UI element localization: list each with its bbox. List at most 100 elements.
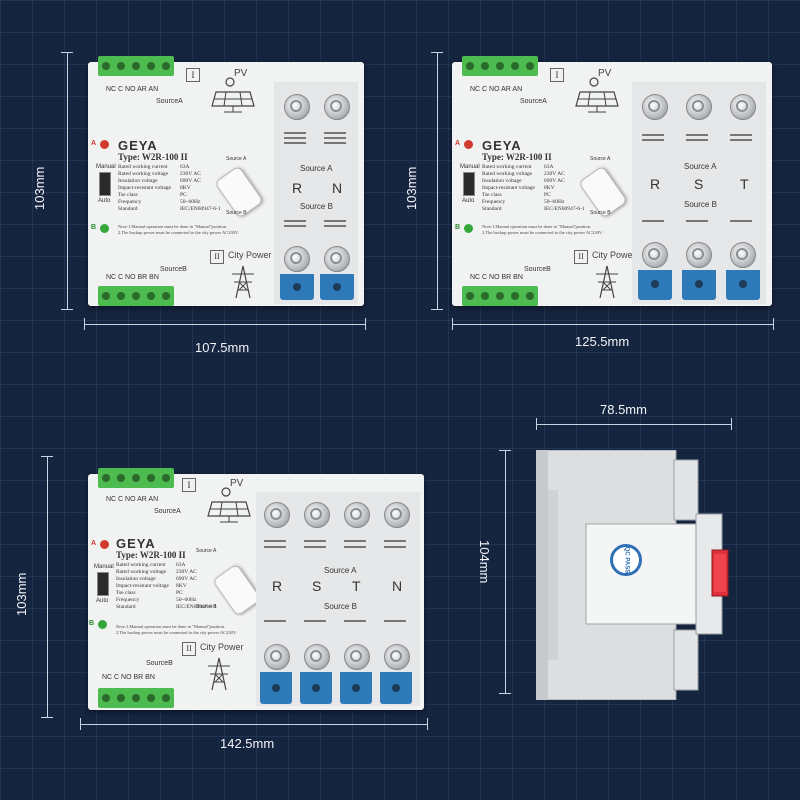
bottom-screw-4[interactable] bbox=[384, 644, 410, 670]
manual-auto-switch[interactable] bbox=[99, 172, 111, 196]
manual-auto-switch[interactable] bbox=[463, 172, 475, 196]
source-a-label: SourceA bbox=[154, 508, 181, 515]
tick bbox=[84, 318, 85, 330]
manual-label: Manual bbox=[94, 564, 114, 570]
top-screw-3[interactable] bbox=[730, 94, 756, 120]
top-screw-1[interactable] bbox=[642, 94, 668, 120]
terminal-block-b bbox=[98, 286, 174, 306]
blue-base-3 bbox=[340, 672, 372, 704]
top-screw-1[interactable] bbox=[284, 94, 310, 120]
height-line bbox=[67, 52, 68, 310]
roman-one: I bbox=[550, 68, 564, 82]
top-screw-2[interactable] bbox=[686, 94, 712, 120]
roman-two: II bbox=[210, 250, 224, 264]
top-screw-1[interactable] bbox=[264, 502, 290, 528]
bottom-screw-1[interactable] bbox=[284, 246, 310, 272]
source-b-small: Source B bbox=[196, 604, 217, 610]
bottom-screw-2[interactable] bbox=[686, 242, 712, 268]
source-a-pole-label: Source A bbox=[324, 566, 357, 575]
tick bbox=[41, 717, 53, 718]
vent bbox=[730, 134, 752, 136]
auto-label: Auto bbox=[462, 198, 475, 204]
tick bbox=[536, 418, 537, 430]
top-screw-2[interactable] bbox=[324, 94, 350, 120]
led-b-green bbox=[464, 224, 473, 233]
tick bbox=[499, 450, 511, 451]
led-b-green bbox=[100, 224, 109, 233]
terminal-block-a bbox=[98, 468, 174, 488]
blue-base-4 bbox=[380, 672, 412, 704]
vent bbox=[344, 540, 366, 542]
led-b-label: B bbox=[91, 224, 97, 231]
vent bbox=[264, 540, 286, 542]
vent bbox=[284, 132, 306, 134]
manual-auto-switch[interactable] bbox=[97, 572, 109, 596]
height-label-4p: 103mm bbox=[14, 572, 29, 616]
auto-label: Auto bbox=[98, 198, 111, 204]
vent bbox=[686, 139, 708, 141]
vent bbox=[264, 620, 286, 622]
pole-letter: R bbox=[292, 180, 303, 196]
roman-two: II bbox=[574, 250, 588, 264]
source-b-small: Source B bbox=[226, 210, 247, 216]
width-line bbox=[80, 724, 428, 725]
blue-base-3 bbox=[726, 270, 760, 300]
city-power-label: City Power bbox=[200, 642, 244, 652]
top-screw-3[interactable] bbox=[344, 502, 370, 528]
top-screw-4[interactable] bbox=[384, 502, 410, 528]
terminal-block-a bbox=[462, 56, 538, 76]
bottom-screw-2[interactable] bbox=[304, 644, 330, 670]
pole-letter: T bbox=[740, 176, 749, 192]
terminal-b-label: NC C NO BR BN bbox=[106, 274, 159, 281]
vent bbox=[284, 220, 306, 222]
blue-base-1 bbox=[638, 270, 672, 300]
bottom-screw-3[interactable] bbox=[344, 644, 370, 670]
source-a-small: Source A bbox=[590, 156, 611, 162]
pole-letter: R bbox=[650, 176, 661, 192]
blue-base-1 bbox=[280, 274, 314, 300]
bottom-screw-2[interactable] bbox=[324, 246, 350, 272]
type-label: Type: W2R-100 II bbox=[116, 550, 186, 560]
tick bbox=[41, 456, 53, 457]
bottom-screw-3[interactable] bbox=[730, 242, 756, 268]
source-b-label: SourceB bbox=[524, 266, 551, 273]
manual-label: Manual bbox=[460, 164, 480, 170]
solar-panel-icon bbox=[572, 76, 622, 121]
source-a-pole-label: Source A bbox=[300, 164, 333, 173]
height-line bbox=[47, 456, 48, 718]
width-label-4p: 142.5mm bbox=[220, 736, 275, 751]
brand-logo: GEYA bbox=[482, 138, 522, 153]
vent bbox=[284, 225, 306, 227]
manual-label: Manual bbox=[96, 164, 116, 170]
roman-two: II bbox=[182, 642, 196, 656]
vent bbox=[344, 546, 366, 548]
source-b-pole-label: Source B bbox=[300, 202, 333, 211]
height-line bbox=[437, 52, 438, 310]
terminal-block-a bbox=[98, 56, 174, 76]
vent bbox=[730, 220, 752, 222]
led-a-label: A bbox=[455, 140, 461, 147]
pole-area bbox=[256, 492, 420, 706]
source-b-pole-label: Source B bbox=[684, 200, 717, 209]
top-screw-2[interactable] bbox=[304, 502, 330, 528]
led-b-label: B bbox=[455, 224, 461, 231]
bottom-screw-1[interactable] bbox=[642, 242, 668, 268]
led-b-label: B bbox=[89, 620, 95, 627]
tick bbox=[431, 52, 443, 53]
blue-base-2 bbox=[682, 270, 716, 300]
rotary-handle[interactable] bbox=[212, 563, 262, 617]
pv-label: PV bbox=[234, 68, 248, 79]
tick bbox=[365, 318, 366, 330]
power-tower-icon bbox=[228, 262, 258, 303]
city-power-label: City Power bbox=[592, 250, 636, 260]
vent bbox=[304, 620, 326, 622]
qc-pass-badge: QC PASS bbox=[610, 544, 642, 576]
blue-base-2 bbox=[300, 672, 332, 704]
bottom-screw-1[interactable] bbox=[264, 644, 290, 670]
blue-base-2 bbox=[320, 274, 354, 300]
pole-letter: R bbox=[272, 578, 283, 594]
brand-logo: GEYA bbox=[116, 536, 156, 551]
